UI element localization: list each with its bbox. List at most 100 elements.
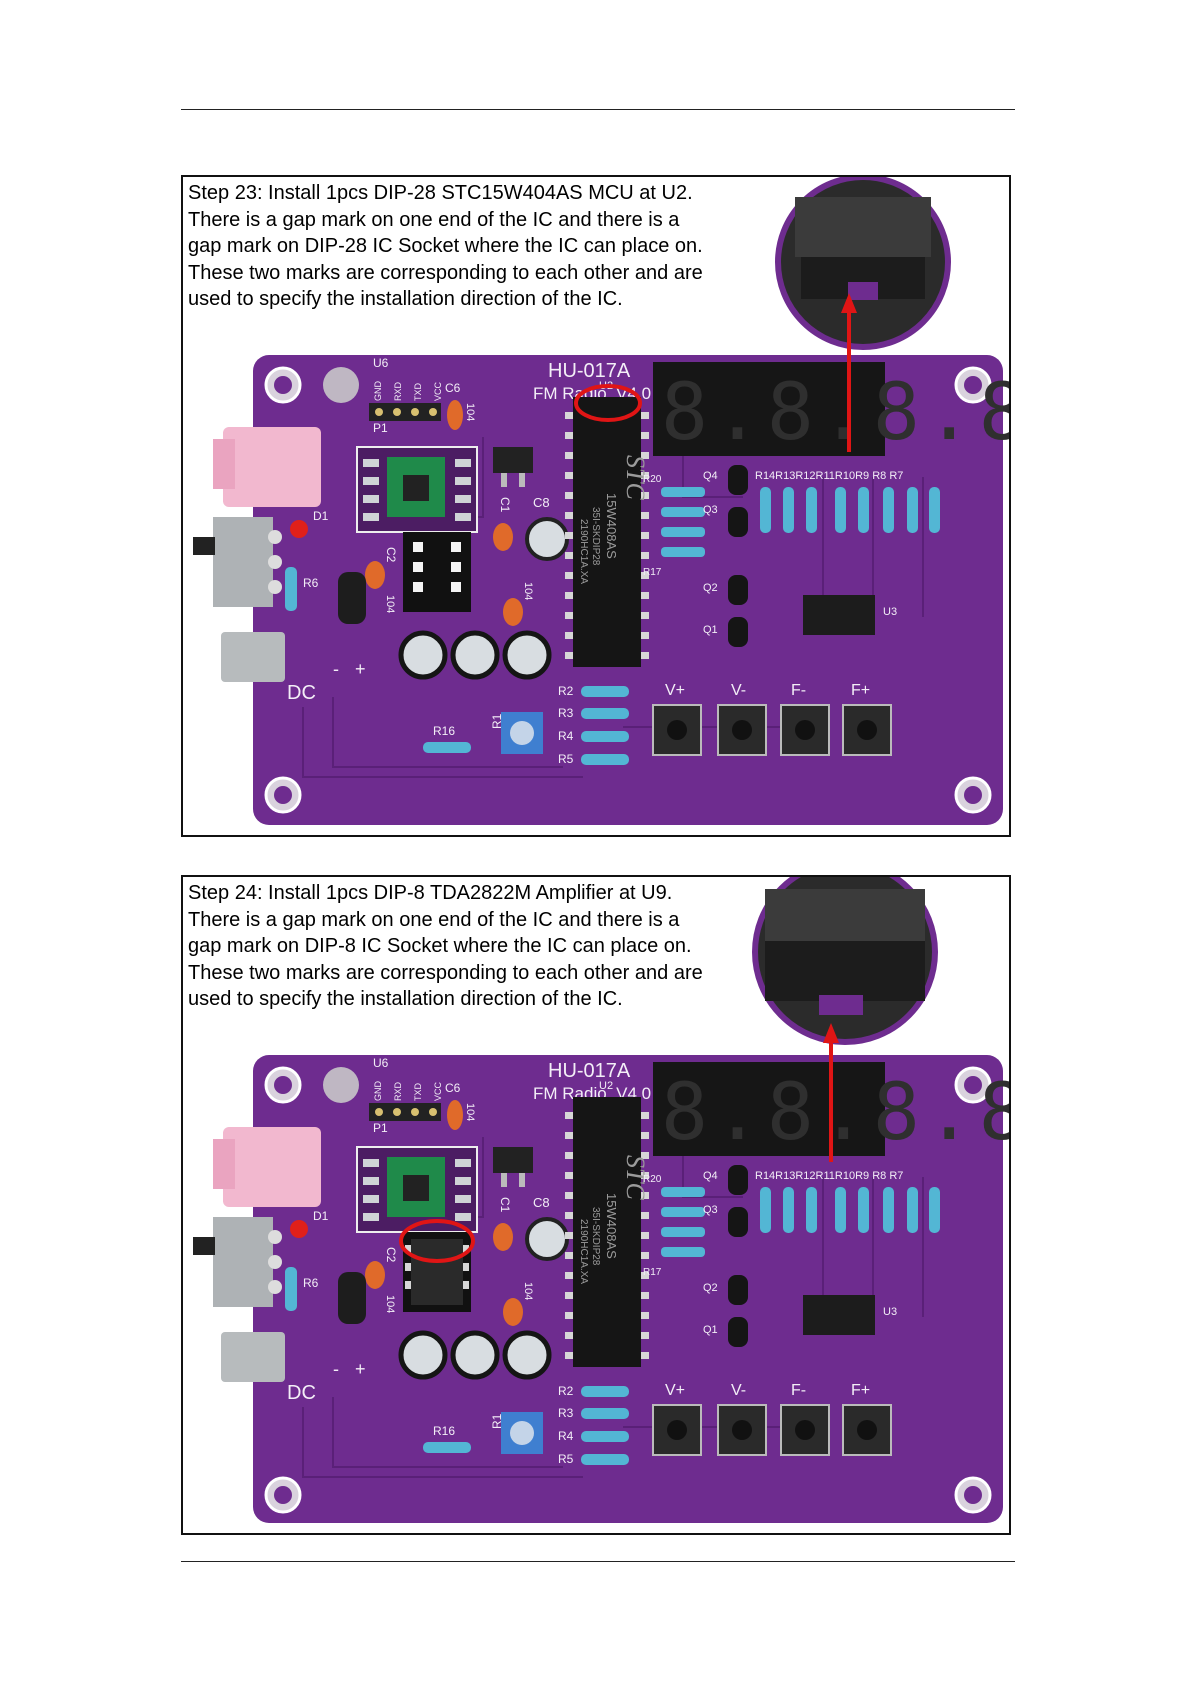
svg-text:R14R13R12R11R10R9 R8 R7: R14R13R12R11R10R9 R8 R7 (755, 1170, 903, 1182)
svg-text:Q1: Q1 (703, 624, 718, 636)
svg-text:C2: C2 (384, 1247, 398, 1263)
svg-text:2190HC1A.XA: 2190HC1A.XA (578, 519, 589, 584)
step-24-panel: HU-017A FM Radio_V4.0 U6 P1 GND RXD TXD … (181, 875, 1011, 1535)
svg-text:D1: D1 (313, 1209, 329, 1223)
svg-text:Q1: Q1 (703, 1324, 718, 1336)
step-23-panel: HU-017A FM Radio_V4.0 U6 P1 GND RXD TXD … (181, 175, 1011, 837)
footer-rule (181, 1561, 1015, 1562)
svg-text:F+: F+ (851, 1382, 870, 1399)
svg-text:V-: V- (731, 1382, 746, 1399)
svg-text:104: 104 (384, 595, 396, 613)
svg-text:8.8.8.8: 8.8.8.8 (661, 368, 1009, 458)
svg-text:V-: V- (731, 682, 746, 699)
amplifier-chip (411, 1239, 463, 1305)
header-rule (181, 109, 1015, 110)
seven-segment-display (653, 362, 885, 456)
svg-text:C6: C6 (445, 381, 461, 395)
svg-text:STC: STC (621, 1155, 650, 1200)
svg-text:R16: R16 (433, 1424, 455, 1438)
svg-text:Q4: Q4 (703, 1170, 718, 1182)
svg-text:Q2: Q2 (703, 1282, 718, 1294)
svg-text:R16: R16 (433, 724, 455, 738)
svg-text:R3: R3 (558, 706, 574, 720)
svg-text:P1: P1 (373, 421, 388, 435)
svg-text:R2: R2 (558, 1384, 574, 1398)
svg-text:RXD: RXD (393, 1081, 403, 1101)
svg-text:TXD: TXD (413, 1082, 423, 1101)
svg-text:C8: C8 (533, 1195, 550, 1210)
svg-text:15W408AS: 15W408AS (604, 493, 619, 559)
audio-jack (223, 1127, 321, 1207)
slide-switch (213, 517, 273, 607)
svg-text:C1: C1 (498, 497, 512, 513)
mcu-chip (573, 1097, 641, 1367)
svg-text:F-: F- (791, 1382, 806, 1399)
svg-text:DC: DC (287, 1382, 316, 1404)
svg-text:15W408AS: 15W408AS (604, 1193, 619, 1259)
board-photo: HU-017A FM Radio_V4.0 U6 P1 GND RXD TXD … (193, 177, 1009, 825)
svg-text:GND: GND (373, 1081, 383, 1102)
svg-text:C2: C2 (384, 547, 398, 563)
svg-text:Q4: Q4 (703, 470, 718, 482)
svg-text:104: 104 (464, 1103, 476, 1121)
svg-text:2190HC1A.XA: 2190HC1A.XA (578, 1219, 589, 1284)
svg-text:R4: R4 (558, 729, 574, 743)
gap-mark-highlight (399, 1219, 475, 1263)
svg-text:STC: STC (621, 455, 650, 500)
svg-text:104: 104 (522, 582, 534, 600)
board-photo: HU-017A FM Radio_V4.0 U6 P1 GND RXD TXD … (193, 877, 1009, 1523)
seven-segment-display (653, 1062, 885, 1156)
svg-text:R3: R3 (558, 1406, 574, 1420)
dc-connector (221, 1332, 285, 1382)
svg-text:Q3: Q3 (703, 1204, 718, 1216)
svg-text:R6: R6 (303, 576, 319, 590)
svg-text:TXD: TXD (413, 382, 423, 401)
svg-text:C8: C8 (533, 495, 550, 510)
svg-text:Q3: Q3 (703, 504, 718, 516)
svg-text:104: 104 (384, 1295, 396, 1313)
svg-text:R20: R20 (643, 474, 662, 485)
svg-text:P1: P1 (373, 1121, 388, 1135)
svg-text:U3: U3 (883, 606, 897, 618)
svg-text:-: - (333, 1359, 339, 1379)
svg-text:R6: R6 (303, 1276, 319, 1290)
svg-text:V+: V+ (665, 1382, 685, 1399)
svg-text:DC: DC (287, 682, 316, 704)
svg-text:C1: C1 (498, 1197, 512, 1213)
svg-text:R5: R5 (558, 1452, 574, 1466)
svg-text:U3: U3 (883, 1306, 897, 1318)
svg-text:104: 104 (464, 403, 476, 421)
board-model: HU-017A (548, 360, 631, 382)
svg-text:GND: GND (373, 381, 383, 402)
svg-text:R17: R17 (643, 567, 662, 578)
svg-text:R4: R4 (558, 1429, 574, 1443)
svg-text:C6: C6 (445, 1081, 461, 1095)
svg-text:R14R13R12R11R10R9 R8 R7: R14R13R12R11R10R9 R8 R7 (755, 470, 903, 482)
dc-connector (221, 632, 285, 682)
svg-text:D1: D1 (313, 509, 329, 523)
svg-text:F-: F- (791, 682, 806, 699)
svg-text:-: - (333, 659, 339, 679)
audio-jack (223, 427, 321, 507)
svg-text:R17: R17 (643, 1267, 662, 1278)
svg-text:R1: R1 (490, 1413, 504, 1429)
svg-text:RXD: RXD (393, 381, 403, 401)
svg-text:104: 104 (522, 1282, 534, 1300)
svg-text:Q2: Q2 (703, 582, 718, 594)
svg-text:35I-SKDIP28: 35I-SKDIP28 (590, 1207, 601, 1266)
step-23-text: Step 23: Install 1pcs DIP-28 STC15W404AS… (188, 182, 703, 310)
svg-text:+: + (355, 1359, 366, 1379)
svg-text:R2: R2 (558, 684, 574, 698)
svg-text:VCC: VCC (433, 1081, 443, 1101)
svg-text:35I-SKDIP28: 35I-SKDIP28 (590, 507, 601, 566)
mcu-chip (573, 397, 641, 667)
svg-text:VCC: VCC (433, 381, 443, 401)
svg-text:U6: U6 (373, 1056, 389, 1070)
svg-text:8.8.8.8: 8.8.8.8 (661, 1068, 1009, 1158)
svg-text:F+: F+ (851, 682, 870, 699)
svg-text:R5: R5 (558, 752, 574, 766)
svg-text:U6: U6 (373, 356, 389, 370)
svg-text:R1: R1 (490, 713, 504, 729)
svg-text:R20: R20 (643, 1174, 662, 1185)
svg-text:+: + (355, 659, 366, 679)
